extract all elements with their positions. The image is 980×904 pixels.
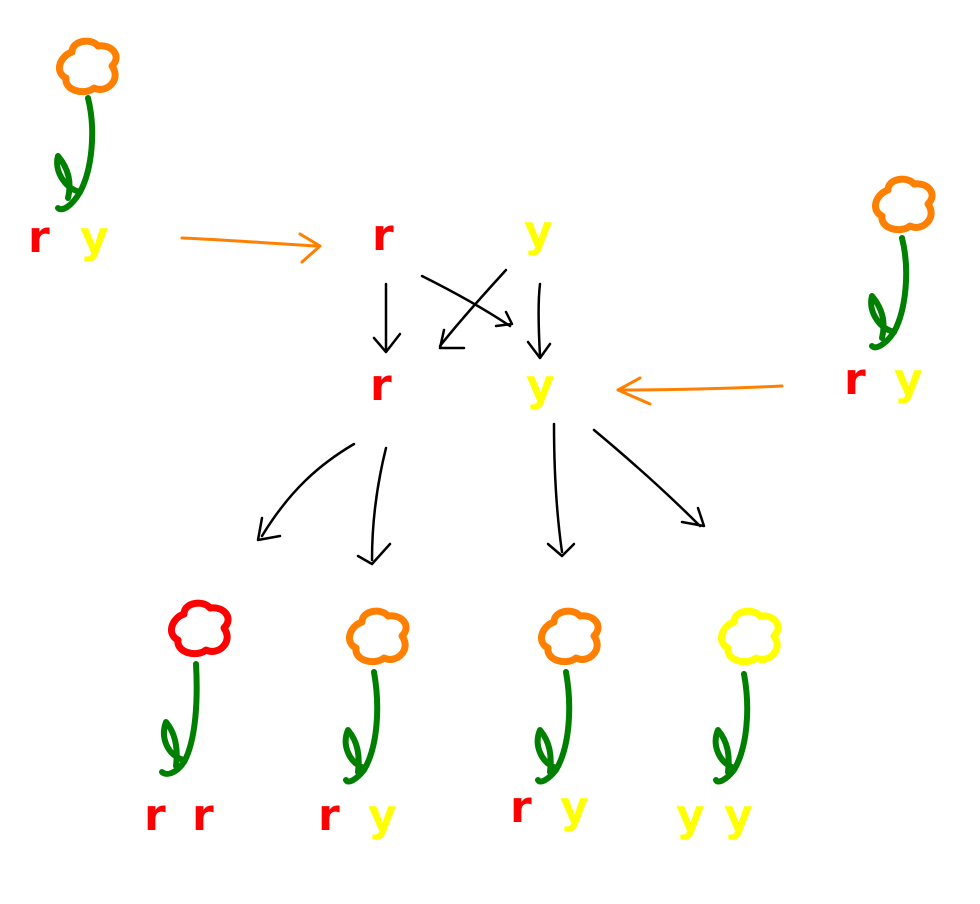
offspring-allele-1: r: [510, 782, 532, 833]
flower-leaf: [161, 719, 187, 769]
flower-head: [537, 607, 602, 666]
gamete-top-r: r: [372, 210, 394, 261]
offspring-flower-2: r y: [318, 607, 410, 841]
flower-leaf: [534, 727, 559, 775]
flower-leaf: [342, 727, 367, 775]
flower-leaf: [54, 153, 83, 201]
parent-allele-1: r: [28, 212, 50, 263]
offspring-allele-1: r: [318, 790, 340, 841]
flower-head: [55, 37, 120, 96]
parent-allele-2: y: [894, 354, 923, 405]
arrow-left-parent-to-gametes: [180, 232, 322, 264]
offspring-arrows: [256, 422, 706, 566]
flower-head: [717, 607, 782, 666]
parent-allele-2: y: [80, 212, 109, 263]
parent-flower-right: r y: [844, 175, 936, 405]
gamete-top-y: y: [524, 206, 553, 257]
flower-leaf: [712, 727, 737, 775]
offspring-allele-2: y: [560, 782, 589, 833]
cross-arrows: [372, 268, 552, 360]
gamete-mid-y: y: [526, 360, 555, 411]
flower-head: [167, 599, 232, 658]
gamete-mid-r: r: [370, 360, 392, 411]
flower-leaf: [868, 293, 897, 341]
offspring-flower-4: y y: [676, 607, 782, 841]
offspring-flower-1: r r: [144, 599, 232, 841]
offspring-flower-3: r y: [510, 607, 602, 833]
parent-flower-left: r y: [28, 37, 120, 263]
offspring-allele-2: y: [368, 790, 397, 841]
flower-head: [345, 607, 410, 666]
arrow-right-parent-to-gametes: [616, 376, 784, 406]
offspring-allele-2: y: [724, 790, 753, 841]
offspring-allele-1: r: [144, 790, 166, 841]
offspring-allele-2: r: [192, 790, 214, 841]
flower-head: [871, 175, 936, 234]
parent-allele-1: r: [844, 354, 866, 405]
offspring-allele-1: y: [676, 790, 705, 841]
